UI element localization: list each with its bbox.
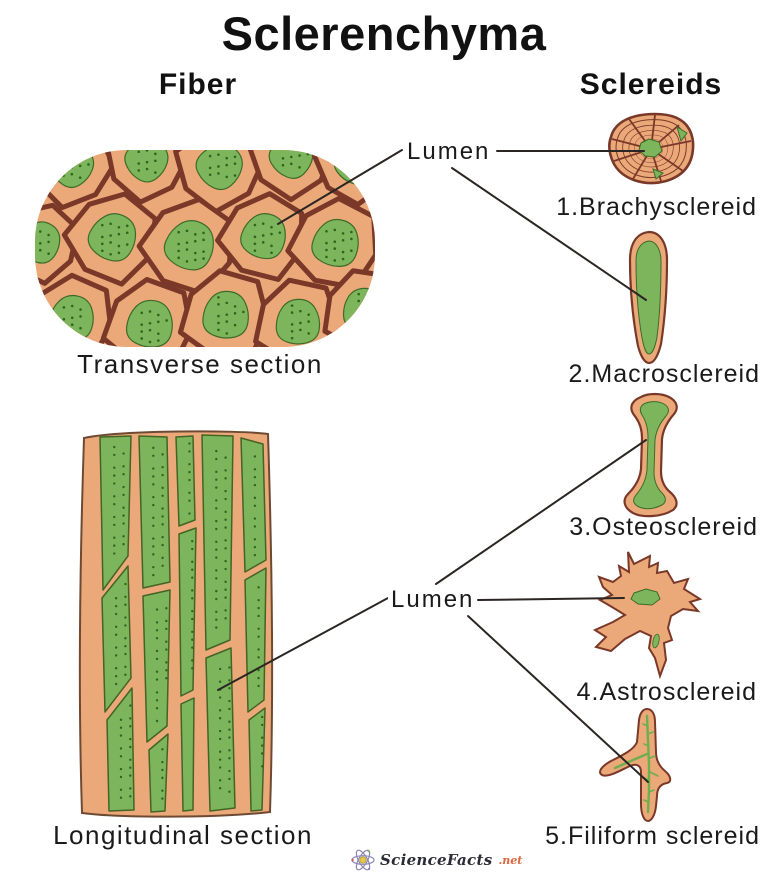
lumen-pointer-lines: [217, 149, 649, 783]
brachysclereid-illustration: [607, 112, 695, 185]
macrosclereid-illustration: [628, 230, 669, 365]
transverse-section-caption: Transverse section: [77, 349, 323, 379]
brand-name: ScienceFacts: [380, 851, 493, 869]
longitudinal-section-illustration: [78, 430, 274, 818]
lumen-label-top: Lumen: [404, 138, 494, 166]
transverse-section-illustration: [35, 150, 375, 347]
astrosclereid-label: 4.Astrosclereid: [576, 678, 757, 706]
sclereids-heading: Sclereids: [579, 68, 723, 101]
astrosclereid-illustration: [592, 551, 703, 680]
longitudinal-section-caption: Longitudinal section: [53, 820, 313, 850]
page-title: Sclerenchyma: [221, 7, 547, 60]
filiform-sclereid-label: 5.Filiform sclereid: [545, 822, 760, 850]
macrosclereid-label: 2.Macrosclereid: [568, 360, 760, 388]
lumen-label-bottom: Lumen: [388, 586, 478, 614]
osteosclereid-illustration: [623, 392, 678, 518]
atom-icon: [351, 849, 375, 871]
brand-tld: .net: [498, 853, 523, 867]
fiber-heading: Fiber: [158, 68, 238, 101]
osteosclereid-label: 3.Osteosclereid: [569, 513, 758, 541]
filiform-sclereid-illustration: [599, 707, 672, 823]
brachysclereid-label: 1.Brachysclereid: [556, 193, 757, 221]
brand-logo: ScienceFacts .net: [350, 847, 522, 873]
